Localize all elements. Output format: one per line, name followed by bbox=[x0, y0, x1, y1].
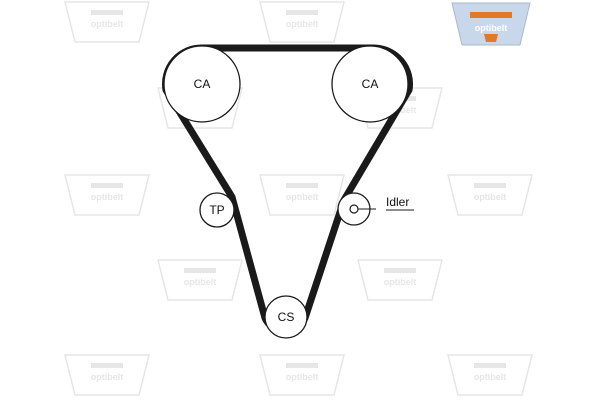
watermark-brand-text: optibelt bbox=[474, 372, 507, 382]
pulley-tensioner: TP bbox=[199, 192, 235, 228]
pulley-label-crankshaft: CS bbox=[278, 310, 295, 324]
watermark-brand-text: optibelt bbox=[286, 372, 319, 382]
watermark-brand-text: optibelt bbox=[91, 19, 124, 29]
pulley-crankshaft: CS bbox=[264, 295, 308, 339]
optibelt-logo: optibelt bbox=[451, 2, 531, 46]
watermark-logo: optibelt bbox=[447, 354, 533, 396]
watermark-logo: optibelt bbox=[64, 1, 150, 43]
pulley-ca-right: CA bbox=[331, 45, 409, 123]
watermark-brand-text: optibelt bbox=[286, 192, 319, 202]
watermark-logo: optibelt bbox=[357, 259, 443, 301]
logo-brand-text: optibelt bbox=[475, 23, 508, 33]
watermark-logo: optibelt bbox=[259, 1, 345, 43]
watermark-logo: optibelt bbox=[157, 259, 243, 301]
idler-hub-icon bbox=[349, 204, 359, 214]
pulley-label-tensioner: TP bbox=[209, 203, 224, 217]
logo-stripe-icon bbox=[470, 12, 512, 18]
watermark-brand-text: optibelt bbox=[91, 192, 124, 202]
watermark-brand-text: optibelt bbox=[91, 372, 124, 382]
watermark-logo: optibelt bbox=[259, 174, 345, 216]
watermark-logo: optibelt bbox=[259, 354, 345, 396]
watermark-brand-text: optibelt bbox=[384, 277, 417, 287]
pulley-idler: Idler bbox=[337, 192, 414, 226]
pulley-label-idler: Idler bbox=[386, 195, 409, 209]
watermark-brand-text: optibelt bbox=[184, 277, 217, 287]
logo-emblem-icon bbox=[484, 34, 498, 42]
watermark-brand-text: optibelt bbox=[474, 192, 507, 202]
pulley-label-ca-left: CA bbox=[194, 77, 211, 91]
watermark-brand-text: optibelt bbox=[286, 19, 319, 29]
pulley-ca-left: CA bbox=[163, 45, 241, 123]
watermark-layer: optibelt optibelt optibelt optibelt optibelt… bbox=[64, 1, 533, 396]
watermark-logo: optibelt bbox=[64, 174, 150, 216]
watermark-logo: optibelt bbox=[447, 174, 533, 216]
pulley-label-ca-right: CA bbox=[362, 77, 379, 91]
watermark-logo: optibelt bbox=[64, 354, 150, 396]
